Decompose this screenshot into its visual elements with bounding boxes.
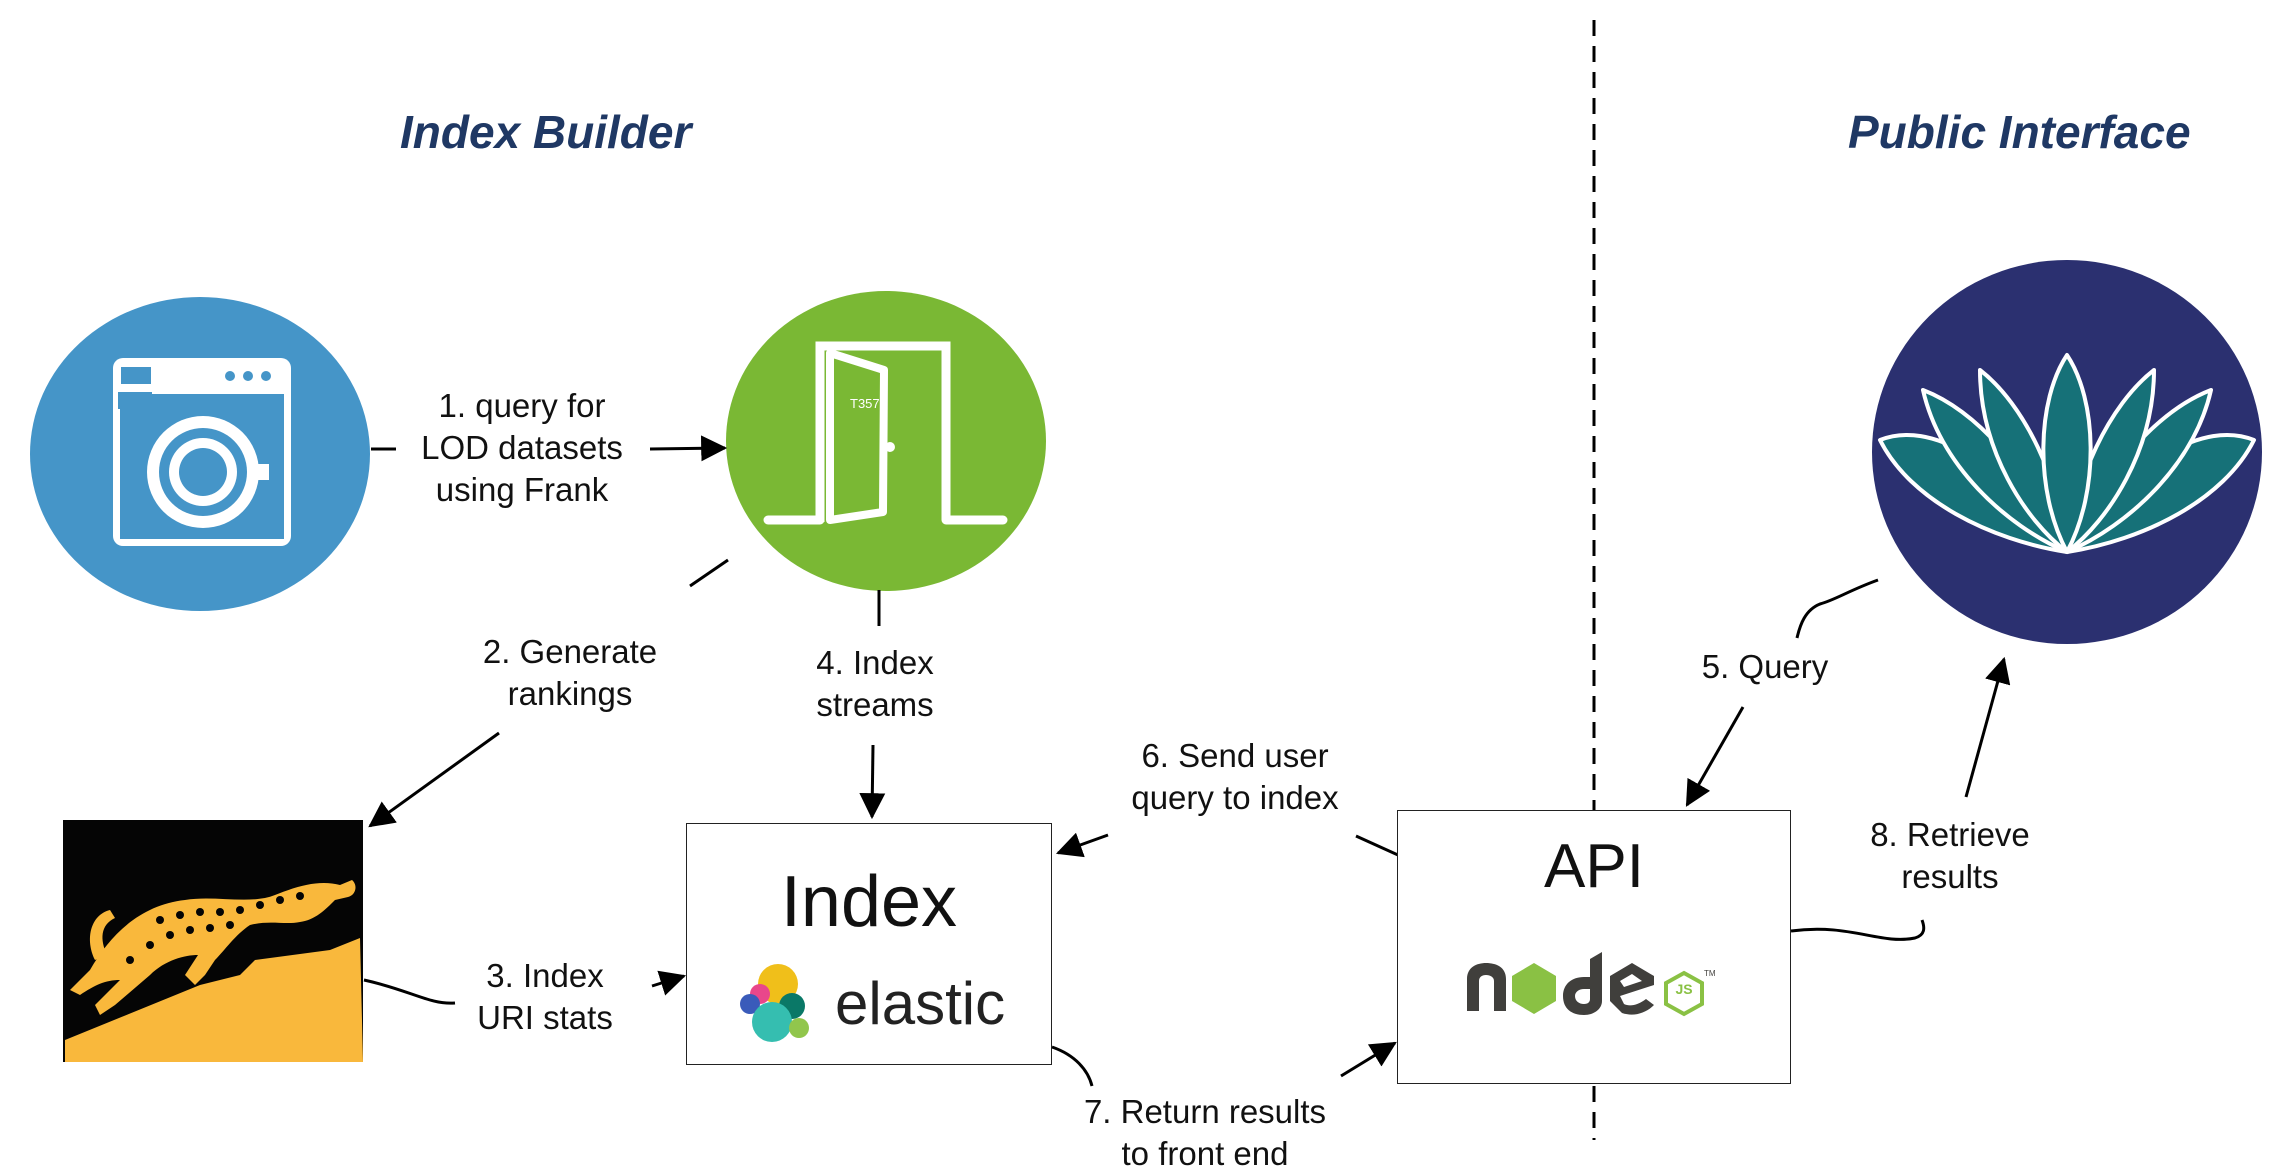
public-interface-title: Public Interface bbox=[1848, 106, 2191, 158]
label-step7: 7. Return results to front end bbox=[1083, 1093, 1327, 1172]
label-step1: 1. query for LOD datasets using Frank bbox=[421, 387, 623, 508]
connector-step4-b bbox=[859, 744, 886, 820]
index-box-title: Index bbox=[780, 862, 958, 942]
connectors bbox=[363, 435, 2011, 1087]
connector-step3-b bbox=[651, 970, 687, 996]
cheetah-icon bbox=[63, 820, 363, 1062]
lotus-icon bbox=[1872, 260, 2262, 644]
connector-step5-a bbox=[1795, 578, 1879, 639]
connector-step1-b bbox=[649, 435, 728, 462]
label-step2: 2. Generate rankings bbox=[482, 633, 658, 712]
connector-step5-b bbox=[1685, 706, 1745, 807]
nodejs-logo: JS TM bbox=[1462, 951, 1722, 1021]
elastic-wordmark: elastic bbox=[835, 970, 1006, 1037]
elastic-logo bbox=[740, 964, 809, 1042]
connector-step8-a bbox=[1790, 919, 1926, 941]
connector-step8-b bbox=[1964, 656, 2011, 798]
connector-step2-b bbox=[368, 731, 500, 828]
connector-step7-a bbox=[1051, 1045, 1094, 1087]
connector-step3-a bbox=[363, 978, 456, 1005]
connector-step2-a bbox=[689, 558, 729, 588]
api-box: API JS TM bbox=[1397, 810, 1791, 1084]
nodejs-badge: JS bbox=[1675, 981, 1693, 997]
connector-step7-b bbox=[1340, 1041, 1397, 1078]
door-icon: T357 bbox=[726, 291, 1046, 591]
label-step3: 3. Index URI stats bbox=[477, 957, 613, 1036]
label-step5: 5. Query bbox=[1701, 648, 1829, 685]
connector-step6-b bbox=[1055, 832, 1109, 858]
index-box: Index elastic bbox=[686, 823, 1052, 1065]
connector-step6-a bbox=[1355, 834, 1399, 857]
api-box-title: API bbox=[1544, 832, 1644, 901]
label-step8: 8. Retrieve results bbox=[1870, 816, 2030, 895]
label-step4: 4. Index streams bbox=[816, 644, 934, 723]
label-step6: 6. Send user query to index bbox=[1131, 737, 1339, 816]
washing-machine-icon bbox=[30, 297, 370, 611]
index-builder-title: Index Builder bbox=[400, 106, 692, 158]
nodejs-tm: TM bbox=[1704, 969, 1716, 978]
door-label: T357 bbox=[850, 396, 880, 411]
nodejs-logo-graphic bbox=[1467, 952, 1704, 1017]
